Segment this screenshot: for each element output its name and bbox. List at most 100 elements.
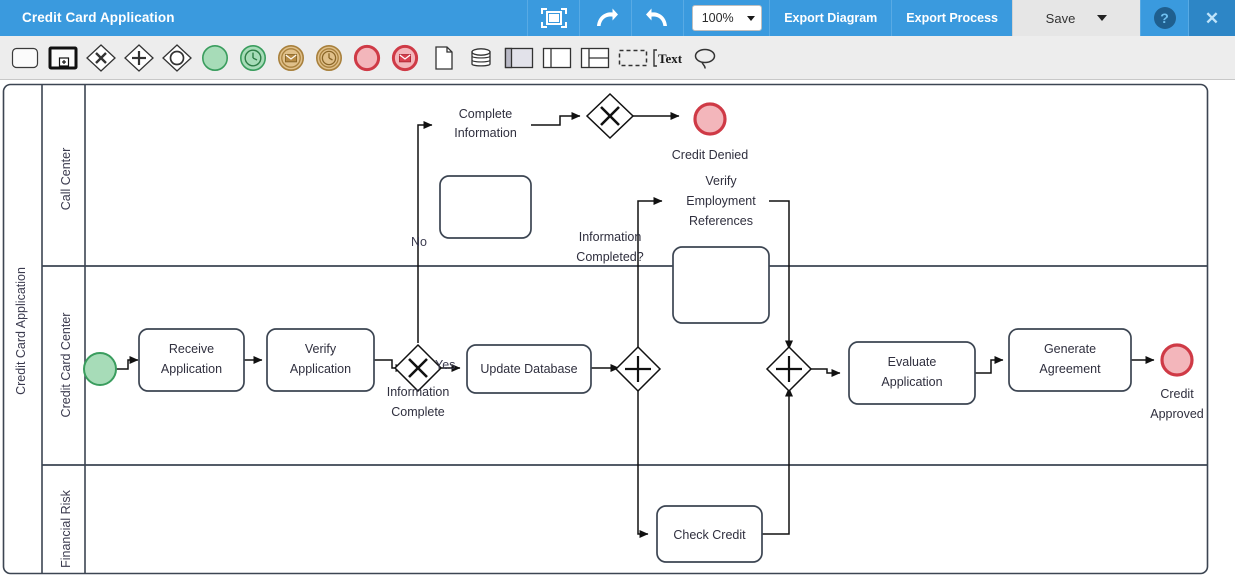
- data-store-tool[interactable]: [462, 39, 500, 77]
- task-generate-agreement[interactable]: Generate Agreement: [1008, 328, 1132, 392]
- lasso-icon: [694, 48, 716, 69]
- lane-label-credit-card-center: Credit Card Center: [59, 313, 73, 418]
- sequence-flows: [116, 112, 1155, 538]
- intermediate-message-event-icon: [278, 44, 304, 71]
- chevron-down-icon: [746, 15, 755, 21]
- data-object-icon: [435, 45, 453, 70]
- inclusive-gateway-icon: [162, 43, 192, 72]
- redo-button[interactable]: [579, 0, 631, 36]
- task-label: Check Credit: [673, 528, 746, 542]
- subprocess-tool[interactable]: [44, 39, 82, 77]
- flow-label-no: No: [411, 235, 427, 249]
- task-label: Application: [881, 375, 942, 389]
- gateway-label: Information: [387, 385, 450, 399]
- task-label: Information: [454, 126, 517, 140]
- lane-financial-risk[interactable]: Financial Risk: [59, 465, 86, 573]
- exclusive-gateway-tool[interactable]: [82, 39, 120, 77]
- task-evaluate-application[interactable]: Evaluate Application: [848, 341, 976, 405]
- task-label: Employment: [686, 194, 756, 208]
- parallel-gateway-tool[interactable]: [120, 39, 158, 77]
- lane-label-call-center: Call Center: [59, 148, 73, 211]
- chevron-down-icon: [1097, 15, 1108, 21]
- zoom-value: 100%: [701, 11, 734, 25]
- task-label: Generate: [1044, 342, 1096, 356]
- inclusive-gateway-tool[interactable]: [158, 39, 196, 77]
- lasso-tool[interactable]: [686, 39, 724, 77]
- close-icon: ✕: [1200, 6, 1224, 30]
- event-label: Approved: [1150, 407, 1204, 421]
- svg-text:Text: Text: [658, 51, 683, 66]
- export-process-button[interactable]: Export Process: [891, 0, 1012, 36]
- page-title: Credit Card Application: [22, 10, 175, 25]
- text-annotation-tool[interactable]: Text: [652, 39, 686, 77]
- save-button[interactable]: Save: [1012, 0, 1140, 36]
- pool-tool[interactable]: [500, 39, 538, 77]
- start-timer-event-icon: [240, 44, 266, 71]
- task-label: Application: [161, 362, 222, 376]
- subprocess-icon: [48, 46, 78, 69]
- pool-credit-card-application[interactable]: Credit Card Application: [2, 83, 1209, 575]
- task-tool[interactable]: [6, 39, 44, 77]
- group-icon: [618, 49, 648, 66]
- end-event-icon: [353, 44, 381, 71]
- gateway-label: Information: [579, 230, 642, 244]
- event-label: Credit Denied: [672, 148, 748, 162]
- end-message-event-tool[interactable]: [386, 39, 424, 77]
- redo-arrow-icon: [596, 8, 618, 26]
- data-store-icon: [471, 47, 491, 67]
- task-complete-information[interactable]: Complete Information: [439, 107, 532, 239]
- gateway-parallel-join[interactable]: [765, 345, 813, 393]
- task-icon: [11, 47, 39, 68]
- task-label: Agreement: [1039, 362, 1101, 376]
- end-message-event-icon: [391, 44, 419, 71]
- task-label: Update Database: [480, 362, 577, 376]
- save-button-label: Save: [1045, 10, 1076, 26]
- event-credit-approved[interactable]: Credit Approved: [1150, 343, 1204, 421]
- event-start[interactable]: [83, 352, 117, 386]
- gateway-label: Complete: [391, 405, 445, 419]
- gateway-information-completed[interactable]: Information Completed?: [576, 92, 644, 264]
- fullscreen-button[interactable]: [527, 0, 579, 36]
- help-button[interactable]: ?: [1140, 0, 1188, 36]
- event-credit-denied[interactable]: Credit Denied: [672, 102, 748, 162]
- start-event-tool[interactable]: [196, 39, 234, 77]
- undo-arrow-icon: [645, 8, 667, 26]
- gateway-label: Completed?: [576, 250, 643, 264]
- pool-label: Credit Card Application: [14, 267, 28, 395]
- exclusive-gateway-icon: [86, 43, 116, 72]
- task-verify-employment-references[interactable]: Verify Employment References: [672, 174, 770, 324]
- task-update-database[interactable]: Update Database: [466, 344, 592, 394]
- gateway-parallel-split[interactable]: [614, 345, 662, 393]
- intermediate-timer-event-tool[interactable]: [310, 39, 348, 77]
- group-tool[interactable]: [614, 39, 652, 77]
- end-event-tool[interactable]: [348, 39, 386, 77]
- close-button[interactable]: ✕: [1188, 0, 1235, 36]
- start-event-icon: [202, 44, 228, 71]
- task-check-credit[interactable]: Check Credit: [656, 505, 763, 563]
- zoom-control[interactable]: 100%: [683, 0, 769, 36]
- titlebar-spacer: [175, 0, 528, 36]
- gateway-information-complete[interactable]: Information Complete: [387, 343, 450, 419]
- pool-icon: [504, 47, 534, 68]
- intermediate-message-event-tool[interactable]: [272, 39, 310, 77]
- task-label: References: [689, 214, 753, 228]
- zoom-select[interactable]: 100%: [691, 5, 762, 31]
- intermediate-timer-event-icon: [316, 44, 342, 71]
- diagram-canvas[interactable]: Credit Card Application Call Center Cred…: [0, 81, 1235, 577]
- lane-call-center[interactable]: Call Center: [42, 84, 1207, 267]
- export-diagram-button[interactable]: Export Diagram: [769, 0, 891, 36]
- lane-tool[interactable]: [538, 39, 576, 77]
- horizontal-lane-tool[interactable]: [576, 39, 614, 77]
- data-object-tool[interactable]: [424, 39, 462, 77]
- undo-button[interactable]: [631, 0, 683, 36]
- task-receive-application[interactable]: Receive Application: [138, 328, 245, 392]
- task-label: Evaluate: [888, 355, 937, 369]
- task-label: Verify: [705, 174, 737, 188]
- horizontal-lane-icon: [580, 47, 610, 68]
- parallel-gateway-icon: [124, 43, 154, 72]
- fullscreen-icon: [540, 8, 567, 28]
- start-timer-event-tool[interactable]: [234, 39, 272, 77]
- task-verify-application[interactable]: Verify Application: [266, 328, 375, 392]
- task-label: Receive: [169, 342, 214, 356]
- event-label: Credit: [1160, 387, 1194, 401]
